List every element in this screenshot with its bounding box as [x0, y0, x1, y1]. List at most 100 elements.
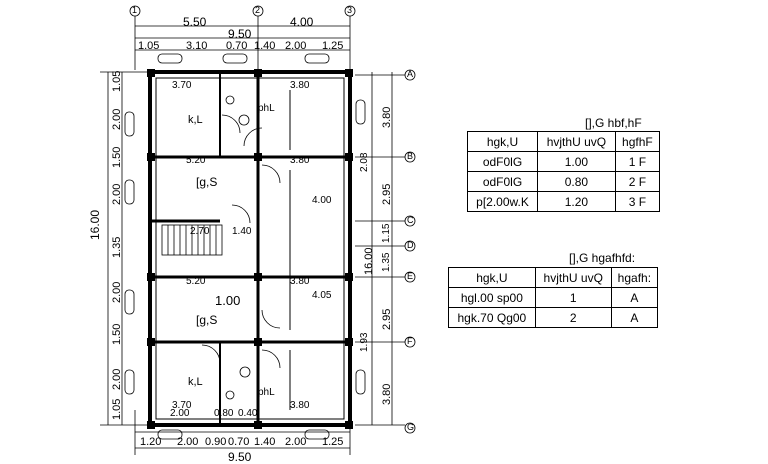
windows-header-mark: hgafh: — [610, 267, 659, 288]
dim-left-2-00: 2.00 — [111, 108, 123, 130]
grid-label-2: 2 — [255, 5, 261, 15]
dim-top-1-40: 1.40 — [254, 40, 276, 52]
dim-right-16-00: 16.00 — [363, 247, 375, 275]
dim-right-1-15: 1.15 — [381, 223, 392, 243]
table-cell: 2 — [534, 307, 612, 328]
dim-top-1-25: 1.25 — [322, 40, 344, 52]
table-cell: 0.80 — [537, 171, 616, 192]
grid-label-b: B — [407, 151, 414, 161]
dim-right-1-35: 1.35 — [381, 252, 392, 272]
windows-table-title: [],G hgafhfd: — [569, 251, 636, 265]
doors-header-type: hgk,U — [467, 131, 538, 152]
left-dimensions — [100, 71, 150, 426]
dim-top-0-70: 0.70 — [226, 40, 248, 52]
dim-left-1-05: 1.05 — [111, 70, 123, 92]
dim-left-2-00c: 2.00 — [111, 281, 123, 303]
grid-label-1: 1 — [132, 5, 138, 15]
dim-bottom-1-40: 1.40 — [254, 436, 276, 448]
room-dim-3-80-lower: 3.80 — [290, 276, 310, 287]
windows-header-type: hgk,U — [448, 267, 536, 288]
room-label-1-00: 1.00 — [215, 293, 241, 308]
dim-bottom-2-00b: 2.00 — [285, 436, 307, 448]
grid-label-3: 3 — [347, 5, 353, 15]
dim-left-1-50b: 1.50 — [111, 323, 123, 345]
room-dim-0-40: 0.40 — [238, 408, 258, 419]
table-cell: odF0lG — [467, 151, 538, 172]
dim-top-1-05: 1.05 — [138, 40, 160, 52]
dim-top-5-50: 5.50 — [183, 15, 207, 29]
dim-left-2-00d: 2.00 — [111, 368, 123, 390]
table-cell: 1.20 — [537, 191, 616, 212]
room-dim-3-80-top: 3.80 — [290, 80, 310, 91]
room-dim-4-00: 4.00 — [312, 195, 332, 206]
columns — [147, 69, 353, 429]
table-row: hgl.00 sp00 1 A — [448, 287, 659, 308]
table-cell: 1.00 — [537, 151, 616, 172]
dim-top-2-00: 2.00 — [285, 40, 307, 52]
table-cell: odF0lG — [467, 171, 538, 192]
room-dim-5-20-top: 5.20 — [186, 155, 206, 166]
fixtures — [225, 95, 251, 400]
table-row: odF0lG 1.00 1 F — [467, 151, 661, 172]
door-swings — [201, 114, 281, 369]
doors-table: hgk,U hvjthU uvQ hgfhF odF0lG 1.00 1 F o… — [467, 131, 661, 212]
table-cell: A — [610, 287, 659, 308]
dim-bottom-1-20: 1.20 — [140, 436, 162, 448]
dim-top-4-00: 4.00 — [290, 15, 314, 29]
grid-label-g: G — [407, 422, 415, 432]
room-label-toilet-bottom: phL — [258, 387, 275, 398]
table-cell: 1 — [534, 287, 612, 308]
bottom-dimensions — [134, 410, 351, 455]
room-dim-3-70-bottom: 3.70 — [172, 400, 192, 411]
right-dimensions — [355, 72, 405, 426]
dim-left-1-05b: 1.05 — [111, 398, 123, 420]
dim-right-1-93: 1.93 — [359, 332, 370, 352]
room-dim-0-80: 0.80 — [214, 408, 234, 419]
dim-bottom-0-70: 0.70 — [228, 436, 250, 448]
table-row: hgk,U hvjthU uvQ hgafh: — [448, 267, 659, 288]
table-cell: 3 F — [614, 191, 661, 212]
room-label-toilet-top: phL — [258, 103, 275, 114]
grid-label-c: C — [407, 215, 414, 225]
dim-right-3-80: 3.80 — [381, 106, 393, 128]
room-label-living-bottom: [g,S — [196, 313, 218, 327]
grid-label-a: A — [407, 69, 414, 79]
room-dim-3-70-top: 3.70 — [172, 80, 192, 91]
room-label-bottom-left: k,L — [188, 376, 203, 388]
table-row: p[2.00w.K 1.20 3 F — [467, 191, 661, 212]
windows-header-size: hvjthU uvQ — [534, 267, 612, 288]
table-cell: hgl.00 sp00 — [448, 287, 536, 308]
dim-left-1-35: 1.35 — [111, 236, 123, 258]
grid-bubbles — [129, 5, 416, 434]
table-row: hgk.70 Qg00 2 A — [448, 307, 659, 328]
dim-left-2-00b: 2.00 — [111, 183, 123, 205]
dim-right-3-80b: 3.80 — [381, 383, 393, 405]
dim-bottom-9-50: 9.50 — [228, 450, 252, 464]
dim-top-3-10: 3.10 — [186, 40, 208, 52]
room-label-top-left: k,L — [188, 114, 203, 126]
table-row: odF0lG 0.80 2 F — [467, 171, 661, 192]
dim-right-2-95: 2.95 — [381, 183, 393, 205]
room-dim-3-80-bottom: 3.80 — [290, 400, 310, 411]
grid-label-f: F — [407, 336, 413, 346]
room-dim-5-20-bottom: 5.20 — [186, 276, 206, 287]
table-cell: p[2.00w.K — [467, 191, 538, 212]
room-dim-1-40: 1.40 — [232, 226, 252, 237]
dim-bottom-2-00: 2.00 — [177, 436, 199, 448]
doors-header-size: hvjthU uvQ — [537, 131, 616, 152]
dim-bottom-0-90: 0.90 — [205, 436, 227, 448]
dim-left-16-00: 16.00 — [88, 209, 102, 240]
room-dim-3-80-mid: 3.80 — [290, 155, 310, 166]
room-dim-4-05: 4.05 — [312, 290, 332, 301]
table-cell: hgk.70 Qg00 — [448, 307, 536, 328]
dim-right-2-08: 2.08 — [359, 152, 370, 172]
window-markers — [124, 53, 366, 440]
table-row: hgk,U hvjthU uvQ hgfhF — [467, 131, 661, 152]
top-dimensions — [134, 15, 351, 70]
staircase — [161, 224, 223, 256]
dim-bottom-1-25: 1.25 — [322, 436, 344, 448]
doors-table-title: [],G hbf,hF — [585, 116, 642, 130]
dim-top-9-50: 9.50 — [228, 27, 252, 41]
dim-left-1-50: 1.50 — [111, 146, 123, 168]
